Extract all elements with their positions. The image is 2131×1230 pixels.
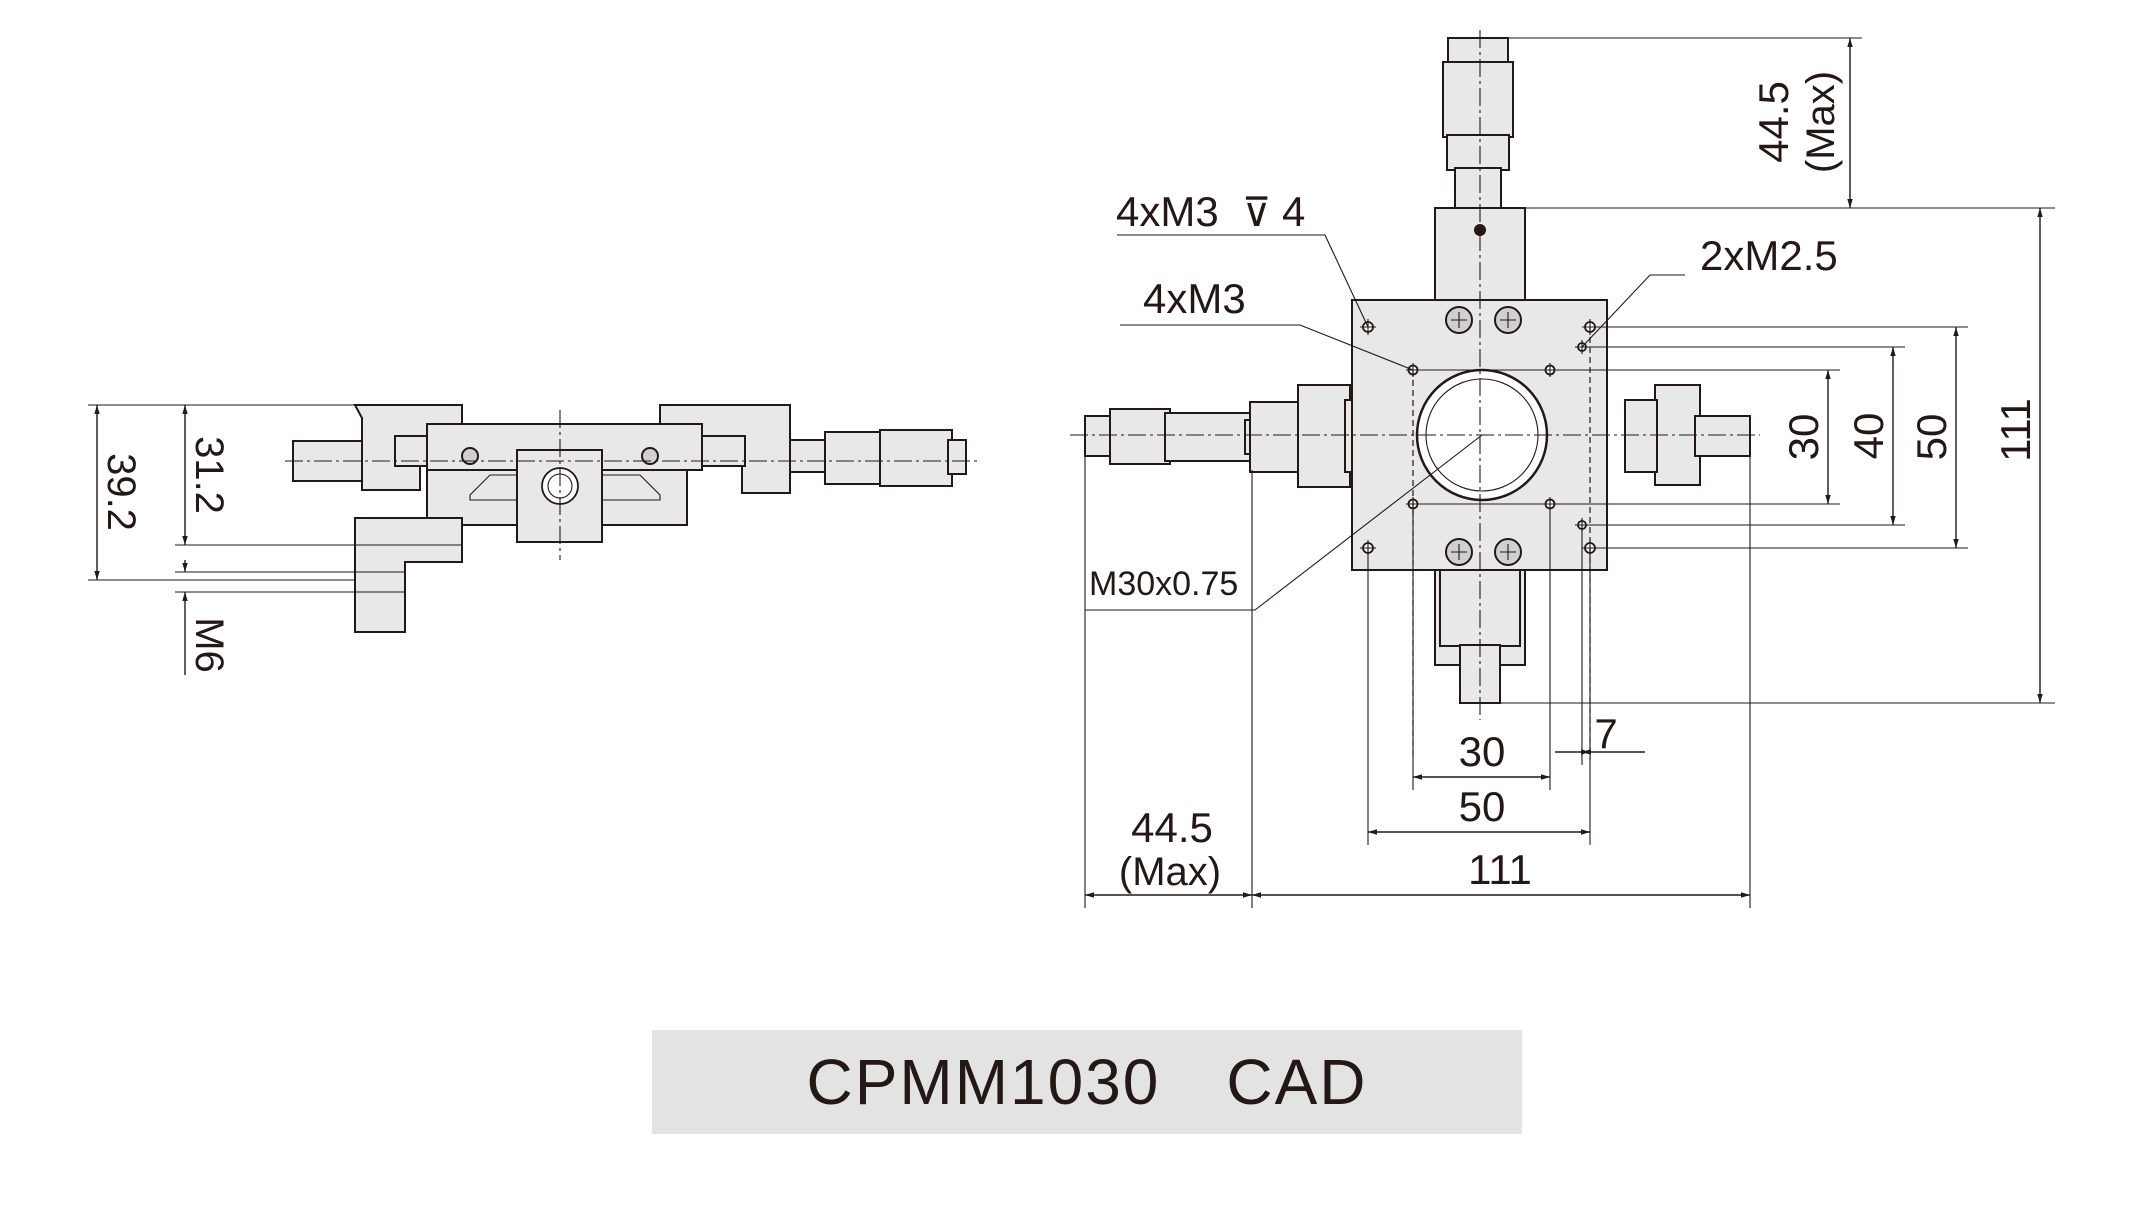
dim-right-40-text: 40	[1845, 413, 1892, 460]
leader-4xm3	[1120, 324, 1414, 371]
side-micrometer-sleeve	[824, 431, 886, 485]
leader-m25	[1581, 274, 1685, 348]
dim-right-50-text: 50	[1908, 414, 1955, 461]
label-2xm25: 2xM2.5	[1700, 232, 1838, 279]
top-micrometer-thimble	[1442, 61, 1514, 138]
label-4xm3-depth: 4xM3	[1116, 188, 1219, 235]
dim-bottom-7-text: 7	[1594, 710, 1617, 757]
top-micrometer-sleeve	[1446, 134, 1510, 171]
dim-top-max-value: 44.5	[1750, 81, 1797, 163]
caption-title: CPMM1030 CAD	[806, 1046, 1368, 1118]
plate-screw-crosses	[1451, 312, 1516, 560]
side-dim-39-text: 39.2	[99, 453, 143, 531]
dim-bottom-111-text: 111	[1468, 846, 1532, 893]
leader-m30	[1085, 434, 1483, 611]
top-micrometer-collar	[1454, 167, 1502, 211]
top-clamp-pin	[1474, 224, 1486, 236]
caption-box	[652, 1030, 1522, 1134]
side-bottom-foot	[354, 517, 463, 633]
dim-top-max-note: (Max)	[1799, 71, 1843, 173]
top-view: 4xM3 ⊽ 4 4xM3 2xM2.5 M30x0.75 30 40 50 1…	[1070, 30, 2055, 908]
left-micrometer-thimble	[1109, 408, 1171, 465]
left-micrometer-sleeve	[1164, 412, 1251, 462]
dim-right-30-text: 30	[1780, 414, 1827, 461]
side-micrometer-collar	[789, 439, 831, 473]
label-depth-value: 4	[1282, 188, 1305, 235]
right-knob-shaft	[1694, 415, 1751, 457]
label-4xm3: 4xM3	[1143, 275, 1246, 322]
side-micrometer-thimble	[879, 429, 953, 487]
dim-bottom-30-text: 30	[1459, 728, 1506, 775]
dim-bottom-max-note: (Max)	[1119, 850, 1221, 894]
side-view: 39.2 31.2 M6	[88, 404, 980, 675]
side-screw-right-icon	[641, 447, 659, 465]
side-screw-left-icon	[461, 447, 479, 465]
dim-bottom-max-value: 44.5	[1131, 804, 1213, 851]
depth-symbol-icon: ⊽	[1242, 191, 1271, 235]
leader-4xm3-depth	[1117, 234, 1369, 328]
left-clamp-frame	[1297, 384, 1351, 488]
label-m30x075: M30x0.75	[1089, 565, 1238, 603]
dim-right-111-text: 111	[1992, 398, 2039, 462]
right-clamp-neck	[1624, 399, 1658, 473]
side-dim-m6-text: M6	[187, 617, 231, 673]
left-clamp-block	[1249, 401, 1303, 473]
side-micrometer-end	[947, 439, 967, 475]
dim-bottom-50-text: 50	[1459, 783, 1506, 830]
side-dim-31-text: 31.2	[187, 436, 231, 514]
